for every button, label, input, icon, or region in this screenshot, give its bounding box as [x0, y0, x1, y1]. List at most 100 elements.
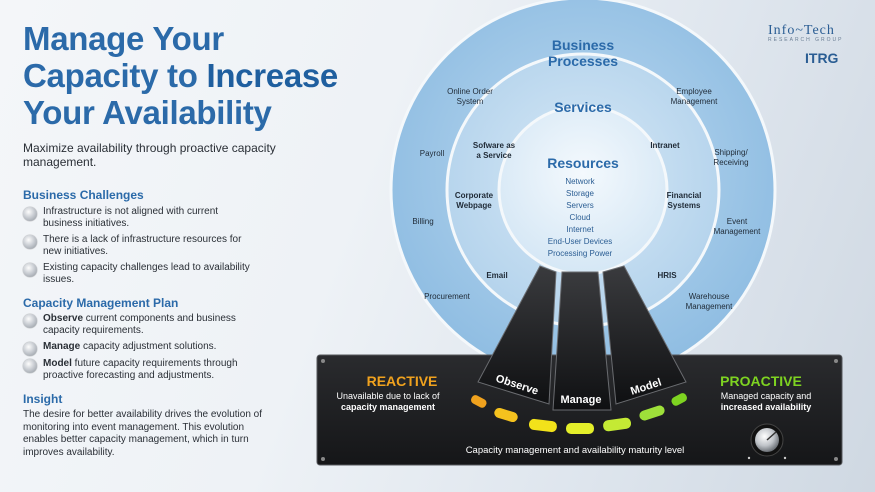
led-segment	[470, 395, 487, 408]
insight-text: The desire for better availability drive…	[23, 409, 263, 458]
resource-item: Internet	[566, 225, 594, 234]
outer-item-label: Employee	[676, 87, 712, 96]
bullet-icon	[23, 359, 37, 373]
stage-segment-manage	[552, 271, 612, 411]
maturity-caption: Capacity management and availability mat…	[466, 445, 685, 456]
outer-item-label: Receiving	[713, 158, 748, 167]
stage-label-manage: Manage	[561, 394, 602, 406]
plan-desc: future capacity requirements through pro…	[43, 358, 238, 381]
led-segment	[528, 418, 557, 433]
service-item-label: Systems	[668, 201, 701, 210]
led-segment	[603, 417, 632, 432]
inner-title: Resources	[547, 155, 619, 171]
itrg-logo: ITRG	[805, 50, 839, 66]
outer-title-1: Business	[552, 37, 614, 53]
title-line-2: Capacity to Increase	[23, 57, 403, 94]
middle-title: Services	[554, 99, 612, 115]
resource-items: Network Storage Servers Cloud Internet E…	[548, 177, 613, 258]
resource-item: Network	[565, 177, 595, 186]
led-segment	[671, 393, 688, 406]
plan-text: Manage capacity adjustment solutions.	[43, 341, 258, 353]
challenge-item: There is a lack of infrastructure resour…	[23, 234, 263, 260]
plan-keyword: Model	[43, 358, 72, 369]
bullet-icon	[23, 207, 37, 221]
infotech-logo-sub: RESEARCH GROUP	[768, 37, 844, 43]
resource-item: Cloud	[570, 213, 591, 222]
bullet-icon	[23, 263, 37, 277]
outer-items: Online Order System Employee Management …	[412, 87, 761, 311]
plan-item: Model future capacity requirements throu…	[23, 358, 263, 384]
infotech-logo-text: Info~Tech	[768, 23, 835, 38]
bullet-icon	[23, 314, 37, 328]
bullet-icon	[23, 235, 37, 249]
subtitle: Maximize availability through proactive …	[23, 141, 276, 169]
outer-item-label: System	[457, 97, 484, 106]
maturity-led-arc	[470, 393, 688, 434]
service-item-label: Corporate	[455, 191, 494, 200]
plan-desc: capacity adjustment solutions.	[80, 341, 217, 352]
proactive-line-2: increased availability	[721, 402, 812, 412]
page-title: Manage Your Capacity to Increase Your Av…	[23, 20, 403, 131]
outer-item-label: Management	[714, 227, 761, 236]
reactive-line-1: Unavailable due to lack of	[336, 391, 440, 401]
plan-keyword: Observe	[43, 313, 84, 324]
resource-item: Storage	[566, 189, 595, 198]
title-line-3: Your Availability	[23, 94, 272, 131]
screw-icon	[321, 457, 325, 461]
challenge-text: Existing capacity challenges lead to ava…	[43, 262, 250, 285]
service-item-label: Intranet	[650, 141, 680, 150]
reactive-line-2: capacity management	[341, 402, 435, 412]
challenge-text: There is a lack of infrastructure resour…	[43, 234, 242, 257]
service-item-label: Email	[486, 271, 507, 280]
outer-title-2: Processes	[548, 53, 618, 69]
dial-knob-icon	[747, 423, 787, 460]
outer-item-label: Procurement	[424, 292, 471, 301]
title-line-2b: Increase	[206, 57, 338, 94]
stage-segment-observe	[477, 265, 557, 405]
plan-keyword: Manage	[43, 341, 81, 352]
service-item-label: a Service	[476, 151, 512, 160]
resource-item: Processing Power	[548, 249, 613, 258]
resource-item: End-User Devices	[548, 237, 612, 246]
outer-item-label: Management	[686, 302, 733, 311]
insight-heading: Insight	[23, 392, 63, 406]
plan-text: Observe current components and business …	[43, 313, 258, 337]
challenge-item: Existing capacity challenges lead to ava…	[23, 262, 263, 288]
challenge-text: Infrastructure is not aligned with curre…	[43, 206, 219, 229]
led-segment	[494, 407, 518, 423]
outer-item-label: Payroll	[420, 149, 445, 158]
service-item-label: HRIS	[657, 271, 677, 280]
outer-item-label: Billing	[412, 217, 433, 226]
plan-text: Model future capacity requirements throu…	[43, 358, 258, 382]
title-line-1: Manage Your	[23, 20, 224, 57]
resource-item: Servers	[566, 201, 594, 210]
outer-item-label: Event	[727, 217, 748, 226]
plan-desc: current components and business capacity…	[43, 313, 236, 336]
bullet-icon	[23, 342, 37, 356]
led-segment	[639, 405, 665, 421]
outer-item-label: Warehouse	[689, 292, 730, 301]
led-segment	[566, 423, 594, 434]
screw-icon	[834, 359, 838, 363]
service-item-label: Financial	[667, 191, 702, 200]
proactive-line-1: Managed capacity and	[721, 391, 812, 401]
screw-icon	[834, 457, 838, 461]
outer-item-label: Management	[671, 97, 718, 106]
business-challenges-heading: Business Challenges	[23, 188, 144, 202]
plan-item: Observe current components and business …	[23, 313, 263, 339]
screw-icon	[321, 359, 325, 363]
plan-item: Manage capacity adjustment solutions.	[23, 341, 263, 356]
title-line-2a: Capacity to	[23, 57, 198, 94]
proactive-title: PROACTIVE	[720, 373, 802, 389]
service-item-label: Webpage	[456, 201, 492, 210]
outer-item-label: Online Order	[447, 87, 493, 96]
service-items: Sofware as a Service Intranet Corporate …	[455, 141, 701, 280]
challenge-item: Infrastructure is not aligned with curre…	[23, 206, 263, 232]
reactive-title: REACTIVE	[367, 373, 438, 389]
capacity-plan-heading: Capacity Management Plan	[23, 296, 179, 310]
stage-gauge: Observe Manage Model	[477, 265, 687, 411]
service-item-label: Sofware as	[473, 141, 516, 150]
stage-segment-model	[602, 265, 687, 405]
